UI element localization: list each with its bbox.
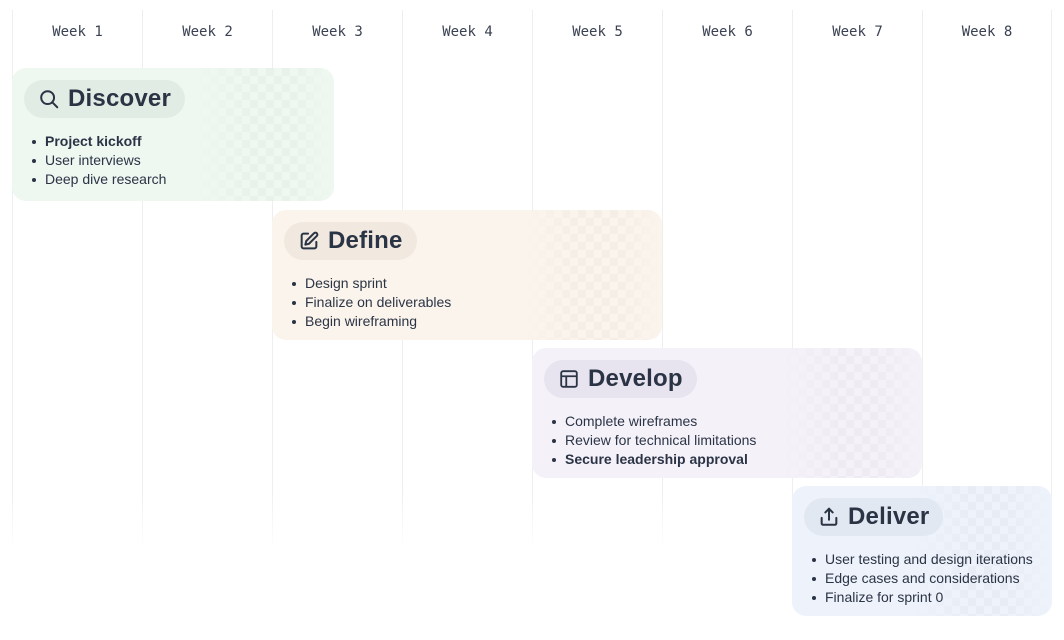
task-list: Project kickoff User interviews Deep div… <box>32 132 166 189</box>
week-column: Week 8 <box>922 10 1052 550</box>
task-list: Design sprint Finalize on deliverables B… <box>292 274 451 331</box>
phase-card-define[interactable]: Define Design sprint Finalize on deliver… <box>272 210 662 340</box>
week-label: Week 5 <box>572 24 623 40</box>
task-item: Review for technical limitations <box>552 431 756 450</box>
phase-header-discover: Discover <box>24 80 185 118</box>
phase-card-discover[interactable]: Discover Project kickoff User interviews… <box>12 68 334 201</box>
phase-title: Deliver <box>848 503 930 530</box>
week-column: Week 2 <box>142 10 273 550</box>
task-item: User testing and design iterations <box>812 550 1033 569</box>
search-icon <box>38 88 60 110</box>
task-item: Finalize for sprint 0 <box>812 588 1033 607</box>
task-item: Begin wireframing <box>292 312 451 331</box>
phase-header-define: Define <box>284 222 417 260</box>
task-item: Finalize on deliverables <box>292 293 451 312</box>
phase-header-deliver: Deliver <box>804 498 944 536</box>
card-texture <box>782 348 922 478</box>
week-label: Week 2 <box>182 24 233 40</box>
phase-card-deliver[interactable]: Deliver User testing and design iteratio… <box>792 486 1052 616</box>
phase-title: Develop <box>588 365 683 392</box>
task-item: Complete wireframes <box>552 412 756 431</box>
task-item: User interviews <box>32 151 166 170</box>
week-label: Week 4 <box>442 24 493 40</box>
card-texture <box>194 68 334 201</box>
task-item: Edge cases and considerations <box>812 569 1033 588</box>
task-list: User testing and design iterations Edge … <box>812 550 1033 607</box>
share-icon <box>818 506 840 528</box>
task-item: Deep dive research <box>32 170 166 189</box>
week-label: Week 1 <box>52 24 103 40</box>
phase-title: Define <box>328 227 403 254</box>
week-label: Week 6 <box>702 24 753 40</box>
task-item: Secure leadership approval <box>552 450 756 469</box>
card-texture <box>522 210 662 340</box>
layout-icon <box>558 368 580 390</box>
phase-title: Discover <box>68 85 171 112</box>
task-item: Design sprint <box>292 274 451 293</box>
week-label: Week 8 <box>961 24 1013 40</box>
task-list: Complete wireframes Review for technical… <box>552 412 756 469</box>
task-item: Project kickoff <box>32 132 166 151</box>
week-label: Week 3 <box>312 24 363 40</box>
week-label: Week 7 <box>832 24 883 40</box>
phase-header-develop: Develop <box>544 360 697 398</box>
edit-icon <box>298 230 320 252</box>
phase-card-develop[interactable]: Develop Complete wireframes Review for t… <box>532 348 922 478</box>
week-column: Week 1 <box>12 10 143 550</box>
week-column: Week 6 <box>662 10 793 550</box>
